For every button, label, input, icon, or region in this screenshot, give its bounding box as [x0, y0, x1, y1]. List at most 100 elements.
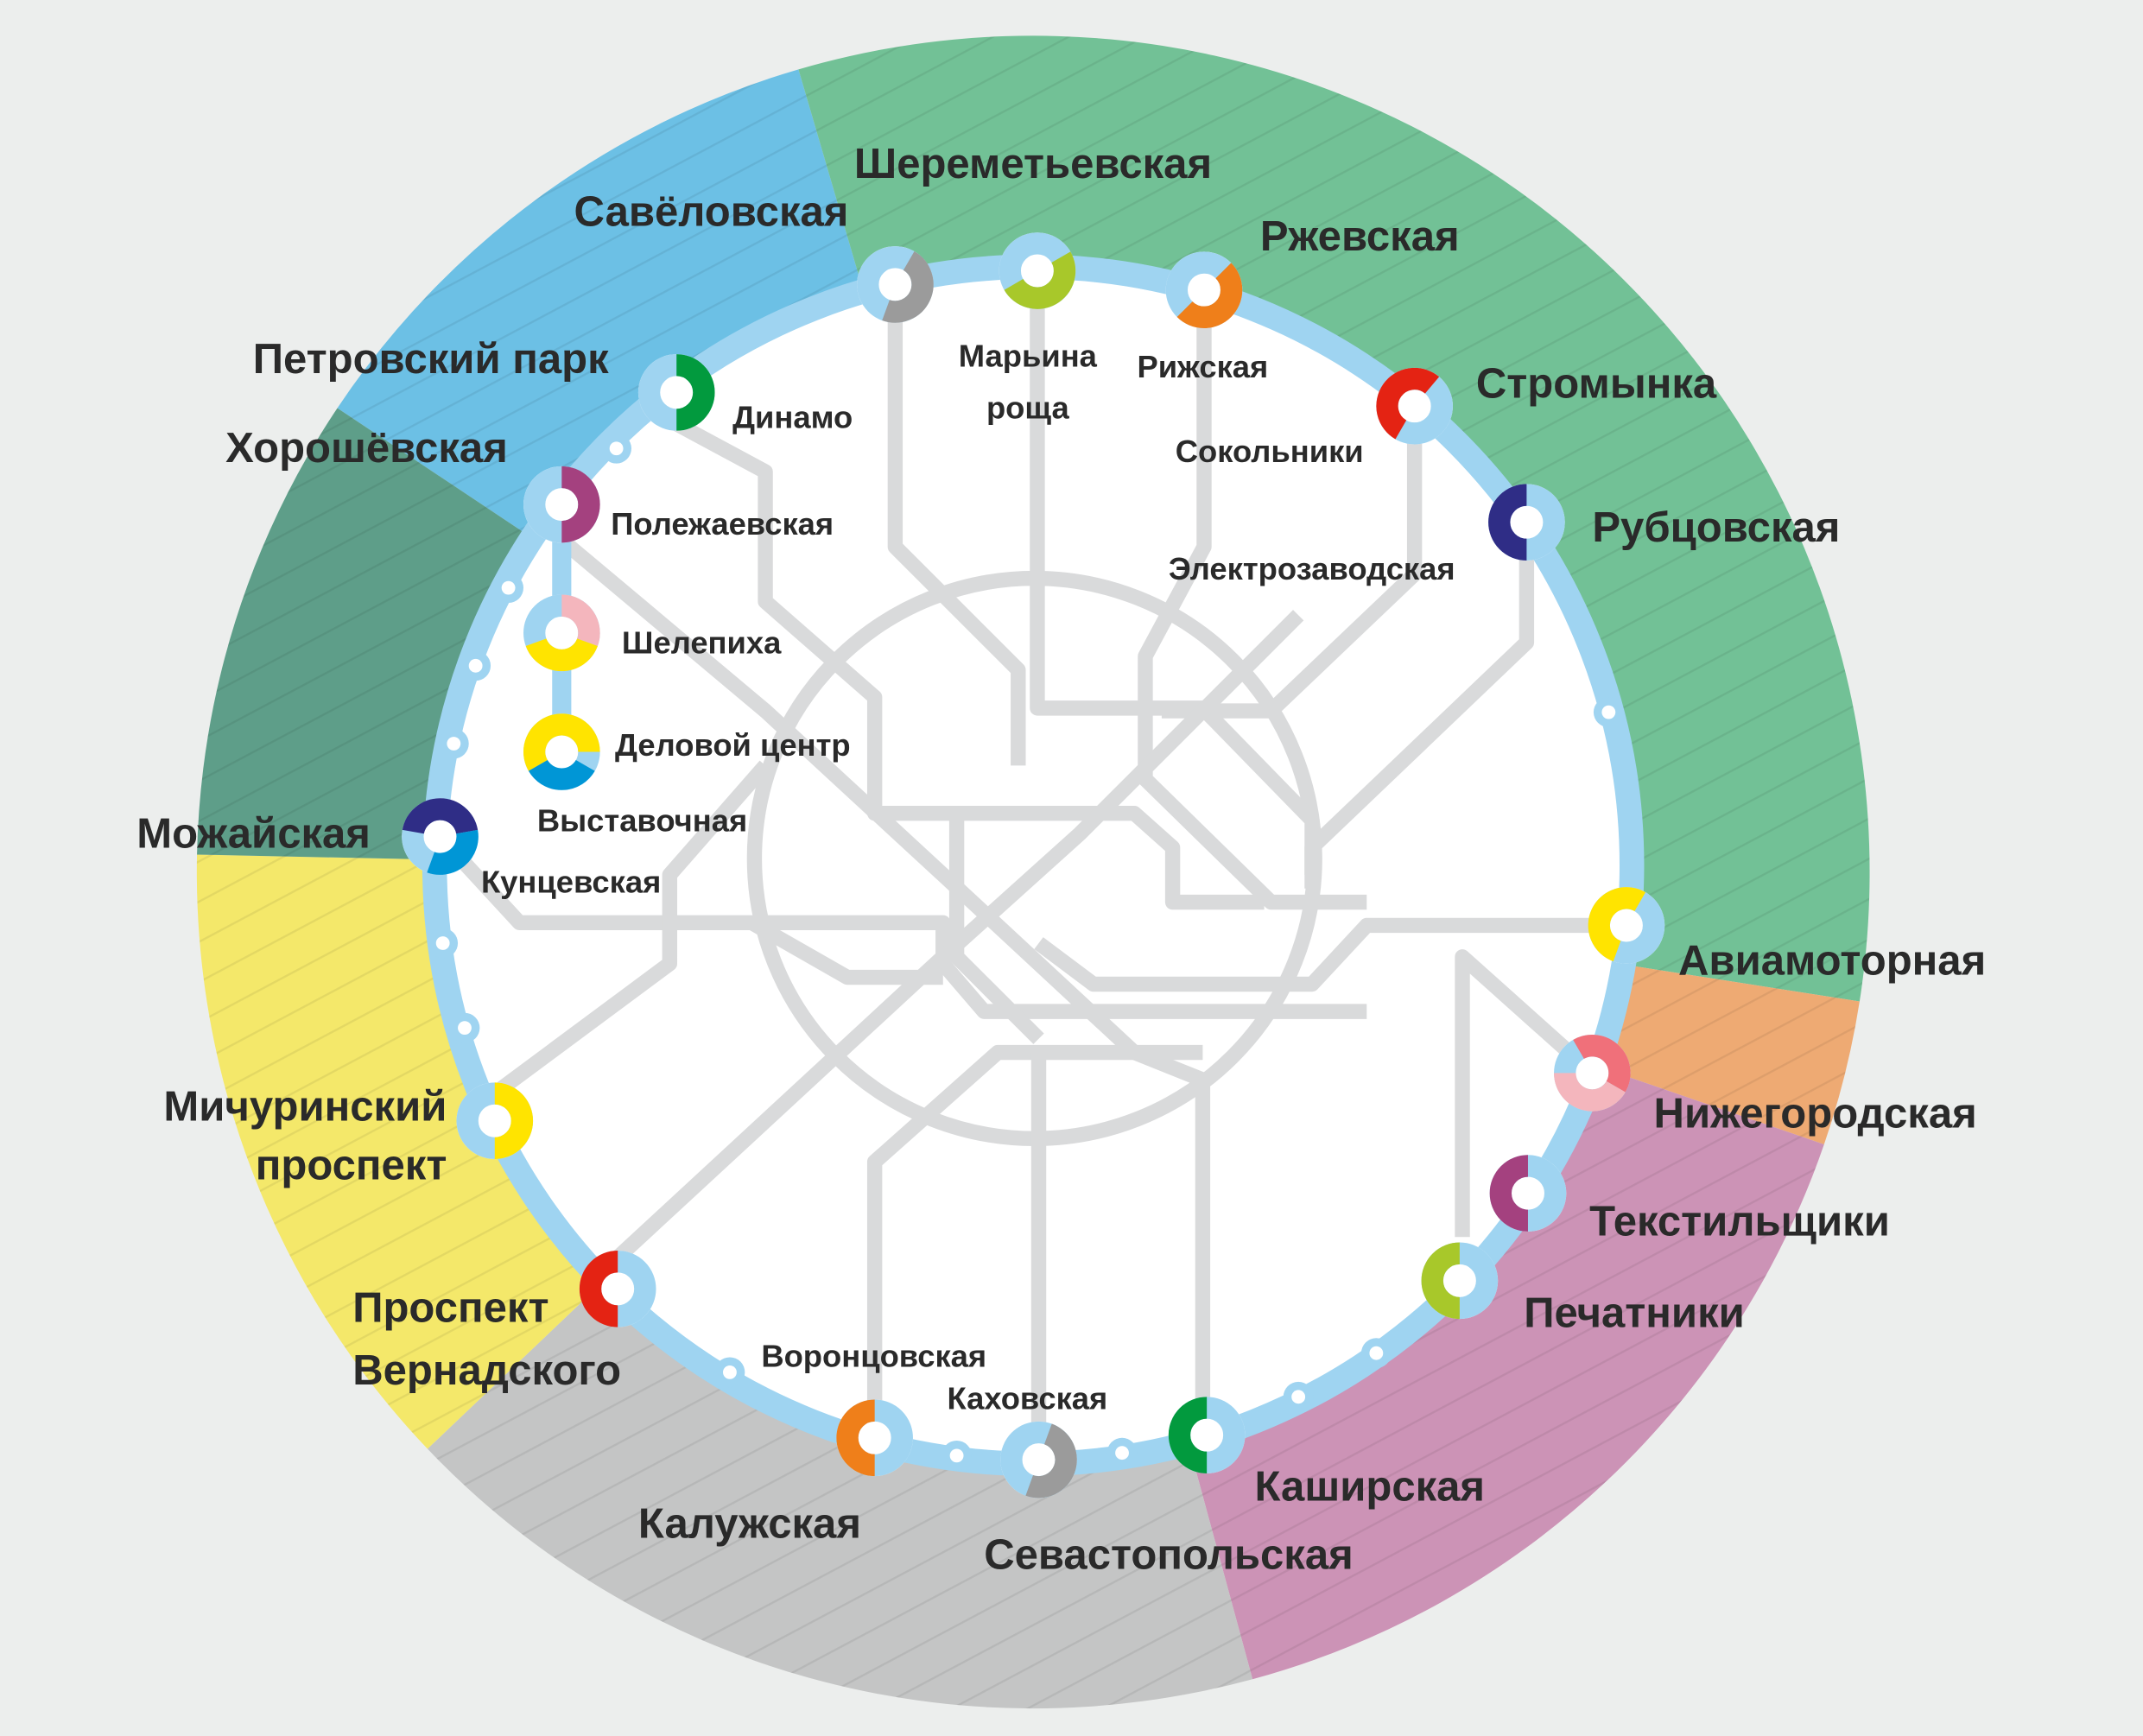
station-name[interactable]: Шелепиха: [622, 625, 782, 661]
transfer-station-name[interactable]: Каховская: [948, 1381, 1108, 1416]
metro-line: [1455, 949, 1598, 1238]
line-color-arc: [1573, 1035, 1631, 1093]
station[interactable]: Текстильщики: [1489, 1155, 1890, 1245]
station-marker-center: [879, 269, 910, 300]
station[interactable]: Севастопольская Каховская: [948, 1381, 1354, 1579]
metro-line: [434, 831, 1367, 1019]
station-marker-center: [661, 377, 692, 408]
station-name[interactable]: Мичуринский: [163, 1084, 447, 1131]
station-name[interactable]: Рубцовская: [1592, 504, 1840, 551]
station-name[interactable]: Стромынка: [1476, 361, 1717, 408]
transfer-station-name[interactable]: Электрозаводская: [1169, 551, 1455, 586]
station[interactable]: Савёловская: [574, 188, 934, 323]
station[interactable]: Печатники: [1421, 1242, 1745, 1337]
ring-stop-center: [1601, 705, 1616, 719]
station-marker-center: [1191, 1420, 1222, 1451]
transfer-station-name[interactable]: Полежаевская: [611, 506, 834, 542]
line-color-arc: [493, 1082, 534, 1160]
metro-network: [434, 307, 1626, 1429]
line-color-arc: [1554, 1072, 1626, 1112]
station[interactable]: Шелепиха: [523, 594, 782, 672]
station-name[interactable]: Вернадского: [352, 1347, 621, 1394]
line-color-arc: [1376, 367, 1440, 440]
ring-stop-center: [435, 936, 450, 950]
station[interactable]: Авиамоторная: [1588, 887, 1987, 984]
line-color-arc: [1025, 1423, 1077, 1498]
station-marker-center: [1611, 910, 1642, 941]
station-name[interactable]: Хорошёвская: [225, 425, 508, 472]
station-name[interactable]: Деловой центр: [615, 727, 851, 763]
metro-line: [1304, 554, 1535, 875]
ring-stop-center: [468, 658, 483, 673]
station[interactable]: Каширская: [1168, 1397, 1486, 1511]
station-marker-center: [1511, 507, 1542, 538]
station-marker-center: [859, 1422, 891, 1454]
line-color-arc: [1176, 263, 1243, 328]
station-name[interactable]: Ржевская: [1260, 213, 1460, 260]
transfer-station-name[interactable]: Кунцевская: [481, 864, 661, 899]
station-marker-center: [1022, 256, 1053, 286]
station-name[interactable]: Печатники: [1524, 1290, 1745, 1337]
station-name[interactable]: Калужская: [638, 1500, 861, 1547]
line-color-arc: [579, 1251, 619, 1327]
transfer-station-name[interactable]: Выставочная: [537, 802, 747, 838]
metro-line: [1138, 321, 1367, 910]
transfer-station-name[interactable]: роща: [986, 390, 1070, 425]
ring-stop-center: [501, 580, 516, 595]
station-marker-center: [1576, 1057, 1607, 1088]
metro-line: [887, 314, 1026, 766]
line-color-arc: [1588, 887, 1646, 962]
transfer-station-name[interactable]: Воронцовская: [761, 1339, 986, 1374]
transfer-station-name[interactable]: Динамо: [732, 400, 853, 435]
transfer-station-name[interactable]: Рижская: [1137, 349, 1268, 384]
station-marker-center: [1189, 275, 1220, 306]
station-name[interactable]: Авиамоторная: [1678, 937, 1986, 984]
line-color-arc: [427, 829, 479, 875]
line-color-arc: [1488, 484, 1528, 561]
station-marker-center: [546, 489, 577, 520]
station-marker-center: [479, 1106, 510, 1137]
station[interactable]: Нижегородская: [1554, 1035, 1977, 1137]
station-marker-center: [1512, 1178, 1544, 1208]
station[interactable]: Мичуринский проспект: [163, 1082, 534, 1189]
station-name[interactable]: Петровский парк: [253, 336, 609, 383]
ring-stop-center: [1369, 1346, 1384, 1360]
transfer-station-name[interactable]: Сокольники: [1176, 434, 1364, 469]
metro-line: [556, 534, 1211, 1402]
line-color-arc: [675, 354, 715, 431]
metro-line: [1161, 437, 1423, 719]
station-name[interactable]: Севастопольская: [984, 1532, 1353, 1579]
station-name[interactable]: Савёловская: [574, 188, 849, 235]
transfer-station-name[interactable]: Марьина: [959, 338, 1098, 373]
metro-line: [612, 610, 1304, 1264]
station-name[interactable]: Нижегородская: [1654, 1091, 1977, 1137]
ring-stop-center: [949, 1448, 964, 1463]
station[interactable]: Калужская Воронцовская: [638, 1339, 986, 1548]
ring-stop-center: [723, 1365, 737, 1379]
ring-stop-center: [458, 1021, 472, 1036]
station-name[interactable]: Можайская: [136, 810, 371, 857]
station-name[interactable]: Текстильщики: [1589, 1199, 1890, 1245]
line-color-arc: [1421, 1242, 1461, 1320]
station-name[interactable]: Шереметьевская: [854, 141, 1212, 187]
line-color-arc: [561, 594, 600, 646]
ring-stop-center: [1291, 1390, 1306, 1404]
line-color-arc: [402, 798, 479, 835]
metro-line: [1034, 917, 1626, 992]
station-marker-center: [1399, 390, 1430, 421]
station-name[interactable]: Каширская: [1255, 1464, 1486, 1511]
ring-stop-center: [447, 737, 461, 751]
station-name[interactable]: проспект: [256, 1143, 447, 1189]
station-name[interactable]: Проспект: [352, 1284, 548, 1331]
